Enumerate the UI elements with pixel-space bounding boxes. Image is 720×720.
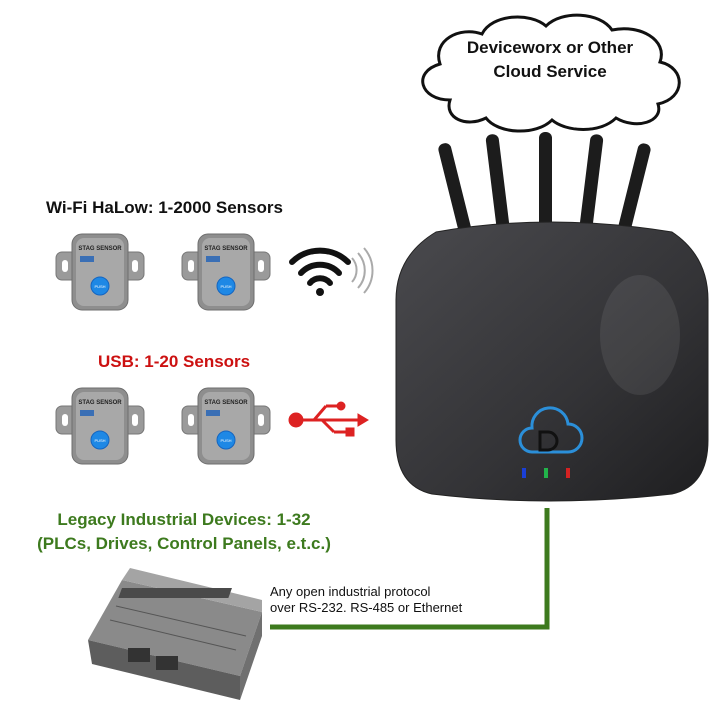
sensor-brand-logo: STAG SENSOR [78,246,122,252]
usb-section-title: USB: 1-20 Sensors [98,352,251,371]
antenna-5 [614,143,651,249]
legacy-line-2: (PLCs, Drives, Control Panels, e.t.c.) [37,534,331,553]
antenna-1 [438,143,475,249]
cloud-service-label: Deviceworx or Other Cloud Service [440,36,660,84]
legacy-line-1: Legacy Industrial Devices: 1-32 [57,510,311,529]
cloud-line-1: Deviceworx or Other [466,38,634,57]
halow-section-title: Wi-Fi HaLow: 1-2000 Sensors [46,198,283,217]
sensor-button-label: PUSH [220,438,231,443]
sensor-button-label: PUSH [220,284,231,289]
sensor-button-label: PUSH [94,284,105,289]
protocol-line-1: Any open industrial protocol [270,584,431,599]
halow-sensor-1: STAG SENSOR PUSH [54,230,146,312]
gateway-led-red [566,468,570,478]
usb-sensor-1: STAG SENSOR PUSH [54,384,146,466]
antenna-4 [577,134,604,246]
legacy-section-title: Legacy Industrial Devices: 1-32 (PLCs, D… [24,508,344,556]
cloud-line-2: Cloud Service [493,62,607,81]
deviceworx-logo-icon [518,406,584,454]
protocol-note: Any open industrial protocol over RS-232… [270,584,462,616]
sensor-brand-logo: STAG SENSOR [78,400,122,406]
sensor-button-label: PUSH [94,438,105,443]
protocol-line-2: over RS-232. RS-485 or Ethernet [270,600,463,615]
usb-sensor-2: STAG SENSOR PUSH [180,384,272,466]
gateway-led-green [544,468,548,478]
gateway-led-blue [522,468,526,478]
sensor-brand-logo: STAG SENSOR [204,246,248,252]
antenna-2 [485,134,512,246]
plc-connector [128,648,178,670]
antenna-3 [539,132,552,244]
sensor-brand-logo: STAG SENSOR [204,400,248,406]
antenna-group [438,132,651,249]
halow-sensor-2: STAG SENSOR PUSH [180,230,272,312]
